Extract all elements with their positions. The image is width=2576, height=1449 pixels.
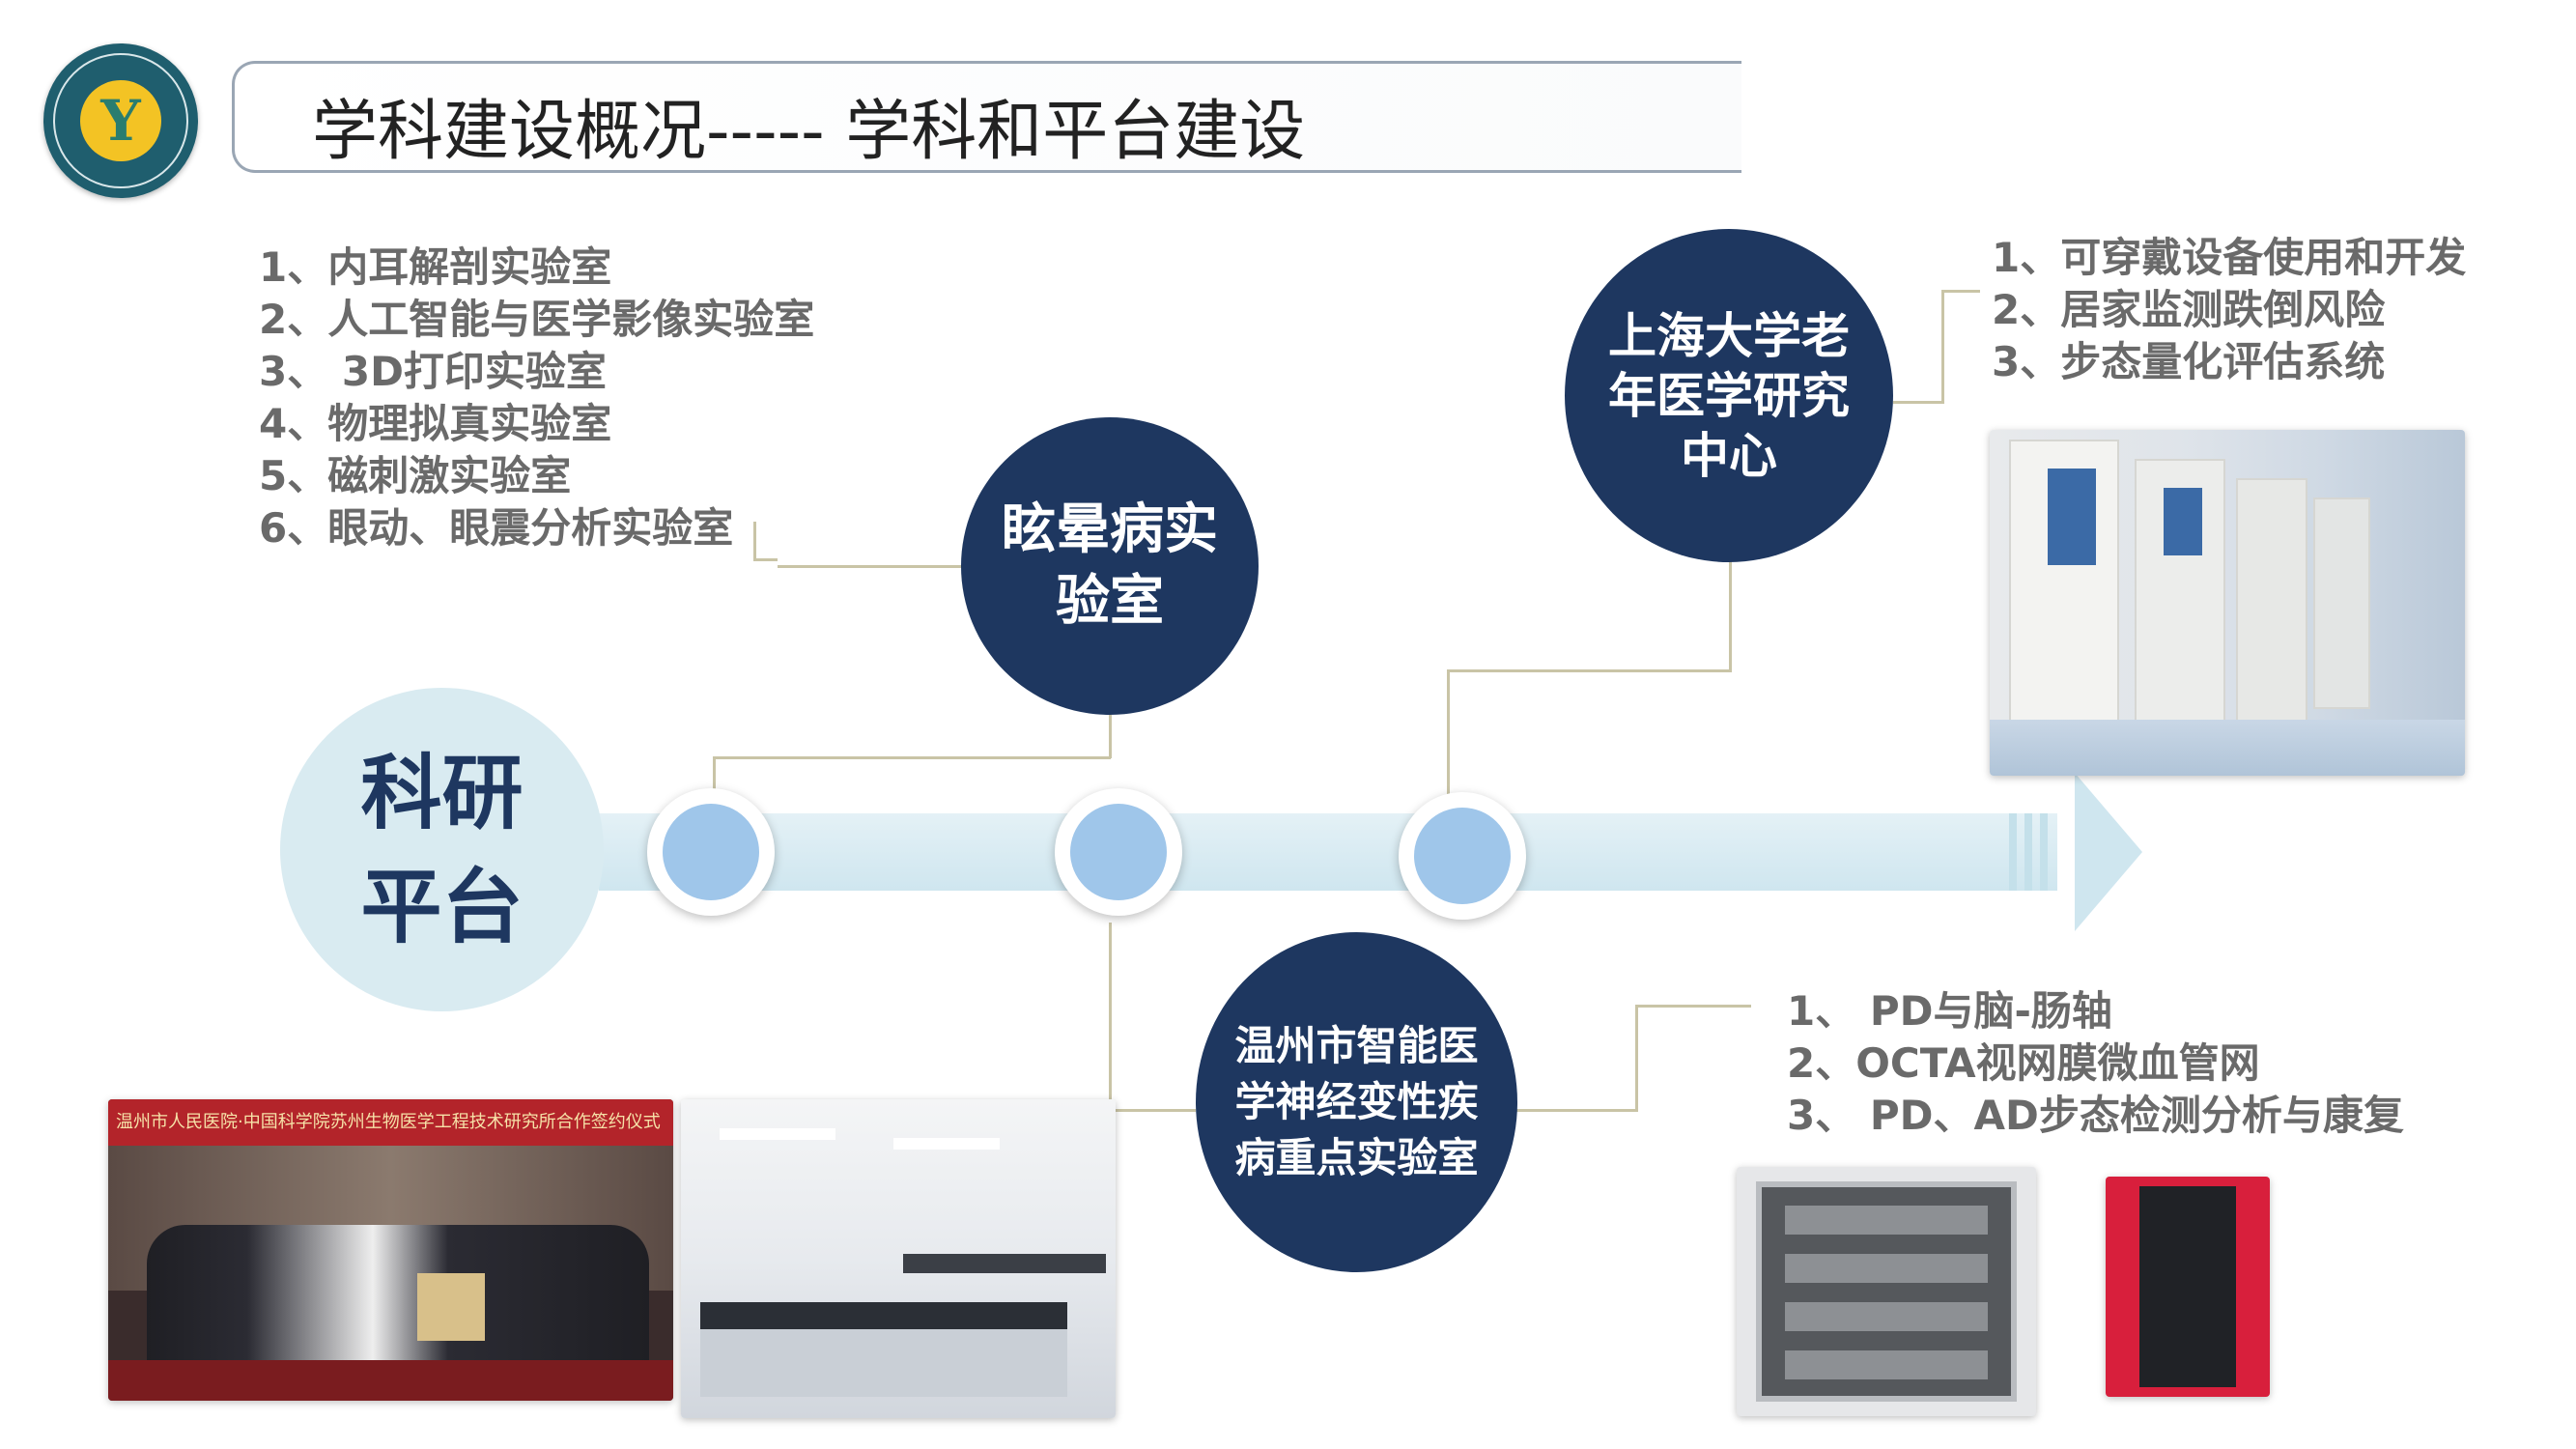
connector-line <box>1729 560 1732 671</box>
list-item: 2、居家监测跌倒风险 <box>1992 286 2386 333</box>
wenzhou-lab-line3: 病重点实验室 <box>1234 1134 1479 1181</box>
connector-line <box>1447 669 1732 672</box>
research-platform-line1: 科研 <box>360 745 524 840</box>
shanghai-center-line1: 上海大学老 <box>1608 307 1850 364</box>
wenzhou-lab-line2: 学神经变性疾 <box>1234 1078 1479 1125</box>
connector-line <box>753 522 756 560</box>
vertigo-lab-circle: 眩晕病实 验室 <box>961 417 1259 715</box>
list-item: 1、内耳解剖实验室 <box>259 243 612 291</box>
ceremony-banner: 温州市人民医院·中国科学院苏州生物医学工程技术研究所合作签约仪式 <box>108 1099 673 1146</box>
freezer-unit <box>2236 478 2307 728</box>
connector-line <box>1635 1005 1751 1008</box>
shanghai-center-line3: 中心 <box>1681 427 1777 484</box>
logo-emblem: Y <box>80 80 161 161</box>
vertigo-lab-list: 1、内耳解剖实验室 2、人工智能与医学影像实验室 3、 3D打印实验室 4、物理… <box>259 242 814 554</box>
shanghai-center-list: 1、可穿戴设备使用和开发 2、居家监测跌倒风险 3、步态量化评估系统 <box>1992 232 2466 388</box>
lab-bench-base <box>700 1329 1067 1397</box>
vertigo-lab-line2: 验室 <box>1056 570 1164 633</box>
list-item: 1、 PD与脑-肠轴 <box>1787 987 2112 1035</box>
vertigo-lab-line1: 眩晕病实 <box>1002 498 1218 561</box>
connector-line <box>778 565 966 568</box>
logo-glyph: Y <box>100 88 141 154</box>
tray-slot <box>1785 1206 1988 1235</box>
list-item: 3、 PD、AD步态检测分析与康复 <box>1787 1092 2404 1139</box>
timeline-node-dot <box>663 804 759 900</box>
hospital-logo: Y <box>43 43 198 198</box>
timeline-bar <box>599 813 2057 891</box>
timeline-stripe <box>2009 813 2017 891</box>
timeline-node-dot <box>1414 808 1511 904</box>
title-box: 学科建设概况----- 学科和平台建设 <box>232 61 1741 173</box>
list-item: 5、磁刺激实验室 <box>259 452 572 499</box>
lab-interior-photo <box>681 1099 1116 1418</box>
shanghai-center-circle: 上海大学老 年医学研究 中心 <box>1565 229 1893 562</box>
list-item: 3、 3D打印实验室 <box>259 348 607 395</box>
connector-line <box>753 558 778 561</box>
timeline-node-dot <box>1070 804 1167 900</box>
freezer-room-photo <box>1990 430 2465 776</box>
connector-line <box>1109 1109 1196 1112</box>
connector-line <box>1893 401 1941 404</box>
connector-line <box>713 756 1111 759</box>
ceremony-plaque <box>417 1273 485 1341</box>
sensor-pad <box>2139 1186 2236 1387</box>
connector-line <box>1109 715 1112 758</box>
list-item: 2、人工智能与医学影像实验室 <box>259 296 815 343</box>
floor <box>1990 720 2465 776</box>
device-tray-photo <box>1737 1167 2036 1416</box>
sensor-pad-photo <box>2106 1177 2270 1397</box>
signing-ceremony-photo: 温州市人民医院·中国科学院苏州生物医学工程技术研究所合作签约仪式 <box>108 1099 673 1401</box>
wenzhou-lab-circle: 温州市智能医 学神经变性疾 病重点实验室 <box>1196 932 1517 1272</box>
lab-ceiling-light <box>893 1138 1000 1150</box>
list-item: 6、眼动、眼震分析实验室 <box>259 504 734 552</box>
tray-slot <box>1785 1350 1988 1379</box>
timeline-stripe <box>2024 813 2032 891</box>
freezer-panel <box>2048 469 2096 565</box>
timeline-arrow-icon <box>2075 773 2142 931</box>
lab-bench <box>903 1254 1106 1273</box>
ceremony-table <box>108 1360 673 1401</box>
page-title: 学科建设概况----- 学科和平台建设 <box>312 94 1306 170</box>
list-item: 2、OCTA视网膜微血管网 <box>1787 1039 2260 1087</box>
tray-slot <box>1785 1302 1988 1331</box>
shanghai-center-line2: 年医学研究 <box>1608 367 1850 424</box>
connector-line <box>1447 669 1450 800</box>
connector-line <box>1941 290 1944 404</box>
connector-line <box>1514 1109 1635 1112</box>
ceremony-people <box>147 1225 649 1360</box>
wenzhou-lab-list: 1、 PD与脑-肠轴 2、OCTA视网膜微血管网 3、 PD、AD步态检测分析与… <box>1787 985 2404 1142</box>
timeline-node <box>647 788 775 916</box>
research-platform-circle: 科研 平台 <box>280 688 604 1011</box>
list-item: 1、可穿戴设备使用和开发 <box>1992 234 2467 281</box>
connector-line <box>1109 923 1112 1111</box>
list-item: 4、物理拟真实验室 <box>259 400 612 447</box>
freezer-panel <box>2164 488 2202 555</box>
connector-line <box>713 756 716 814</box>
connector-line <box>1941 290 1980 293</box>
timeline-node <box>1055 788 1182 916</box>
timeline-stripe <box>2040 813 2048 891</box>
timeline-node <box>1399 792 1526 920</box>
tray-slot <box>1785 1254 1988 1283</box>
wenzhou-lab-line1: 温州市智能医 <box>1234 1022 1479 1069</box>
ceremony-banner-text: 温州市人民医院·中国科学院苏州生物医学工程技术研究所合作签约仪式 <box>116 1112 661 1132</box>
lab-bench <box>700 1302 1067 1329</box>
lab-ceiling-light <box>720 1128 835 1140</box>
research-platform-line2: 平台 <box>360 859 524 954</box>
list-item: 3、步态量化评估系统 <box>1992 338 2386 385</box>
logo-ring <box>53 53 188 188</box>
connector-line <box>1635 1005 1638 1112</box>
freezer-unit <box>2313 497 2370 709</box>
